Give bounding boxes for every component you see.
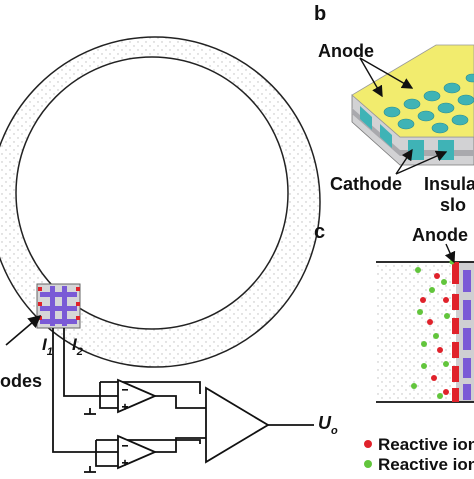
legend-green-label: Reactive ion bbox=[378, 455, 474, 474]
output-voltage-label: Uo bbox=[318, 413, 338, 437]
cross-section bbox=[376, 259, 474, 403]
electrode-cell bbox=[36, 283, 81, 329]
insulating-label-line1: Insula bbox=[424, 174, 474, 194]
anode-label-b: Anode bbox=[318, 41, 374, 61]
differential-amplifier bbox=[205, 386, 270, 464]
op-amp-1 bbox=[117, 378, 158, 414]
output-voltage-subscript: o bbox=[331, 425, 338, 437]
current-i1-subscript: 1 bbox=[46, 346, 53, 358]
panel-b-pointers bbox=[359, 57, 448, 175]
legend-green-dot bbox=[364, 460, 372, 468]
electrodes-pointer-arrow bbox=[5, 314, 42, 346]
op-amp-2 bbox=[117, 434, 158, 470]
amp-signs bbox=[122, 389, 128, 466]
current-i1-label: I1 bbox=[42, 335, 53, 358]
torus-channel bbox=[0, 36, 321, 368]
current-i2-label: I2 bbox=[72, 335, 83, 358]
electrodes-label: odes bbox=[0, 371, 43, 391]
legend-red-label: Reactive ion bbox=[378, 435, 474, 454]
current-i1-symbol: I bbox=[42, 335, 47, 354]
current-i2-subscript: 2 bbox=[76, 346, 83, 358]
panel-label-c: c bbox=[314, 221, 326, 243]
legend-red-dot bbox=[364, 440, 372, 448]
circuit-wires bbox=[52, 328, 314, 473]
cathode-label-b: Cathode bbox=[330, 174, 402, 194]
current-i2-symbol: I bbox=[72, 335, 77, 354]
anode-plate-3d bbox=[351, 44, 474, 166]
anode-label-c: Anode bbox=[412, 225, 468, 245]
insulating-label-line2: slo bbox=[440, 195, 467, 215]
anode-c-pointer bbox=[444, 243, 456, 264]
output-voltage-symbol: U bbox=[318, 413, 331, 433]
panel-label-b: b bbox=[314, 3, 327, 25]
